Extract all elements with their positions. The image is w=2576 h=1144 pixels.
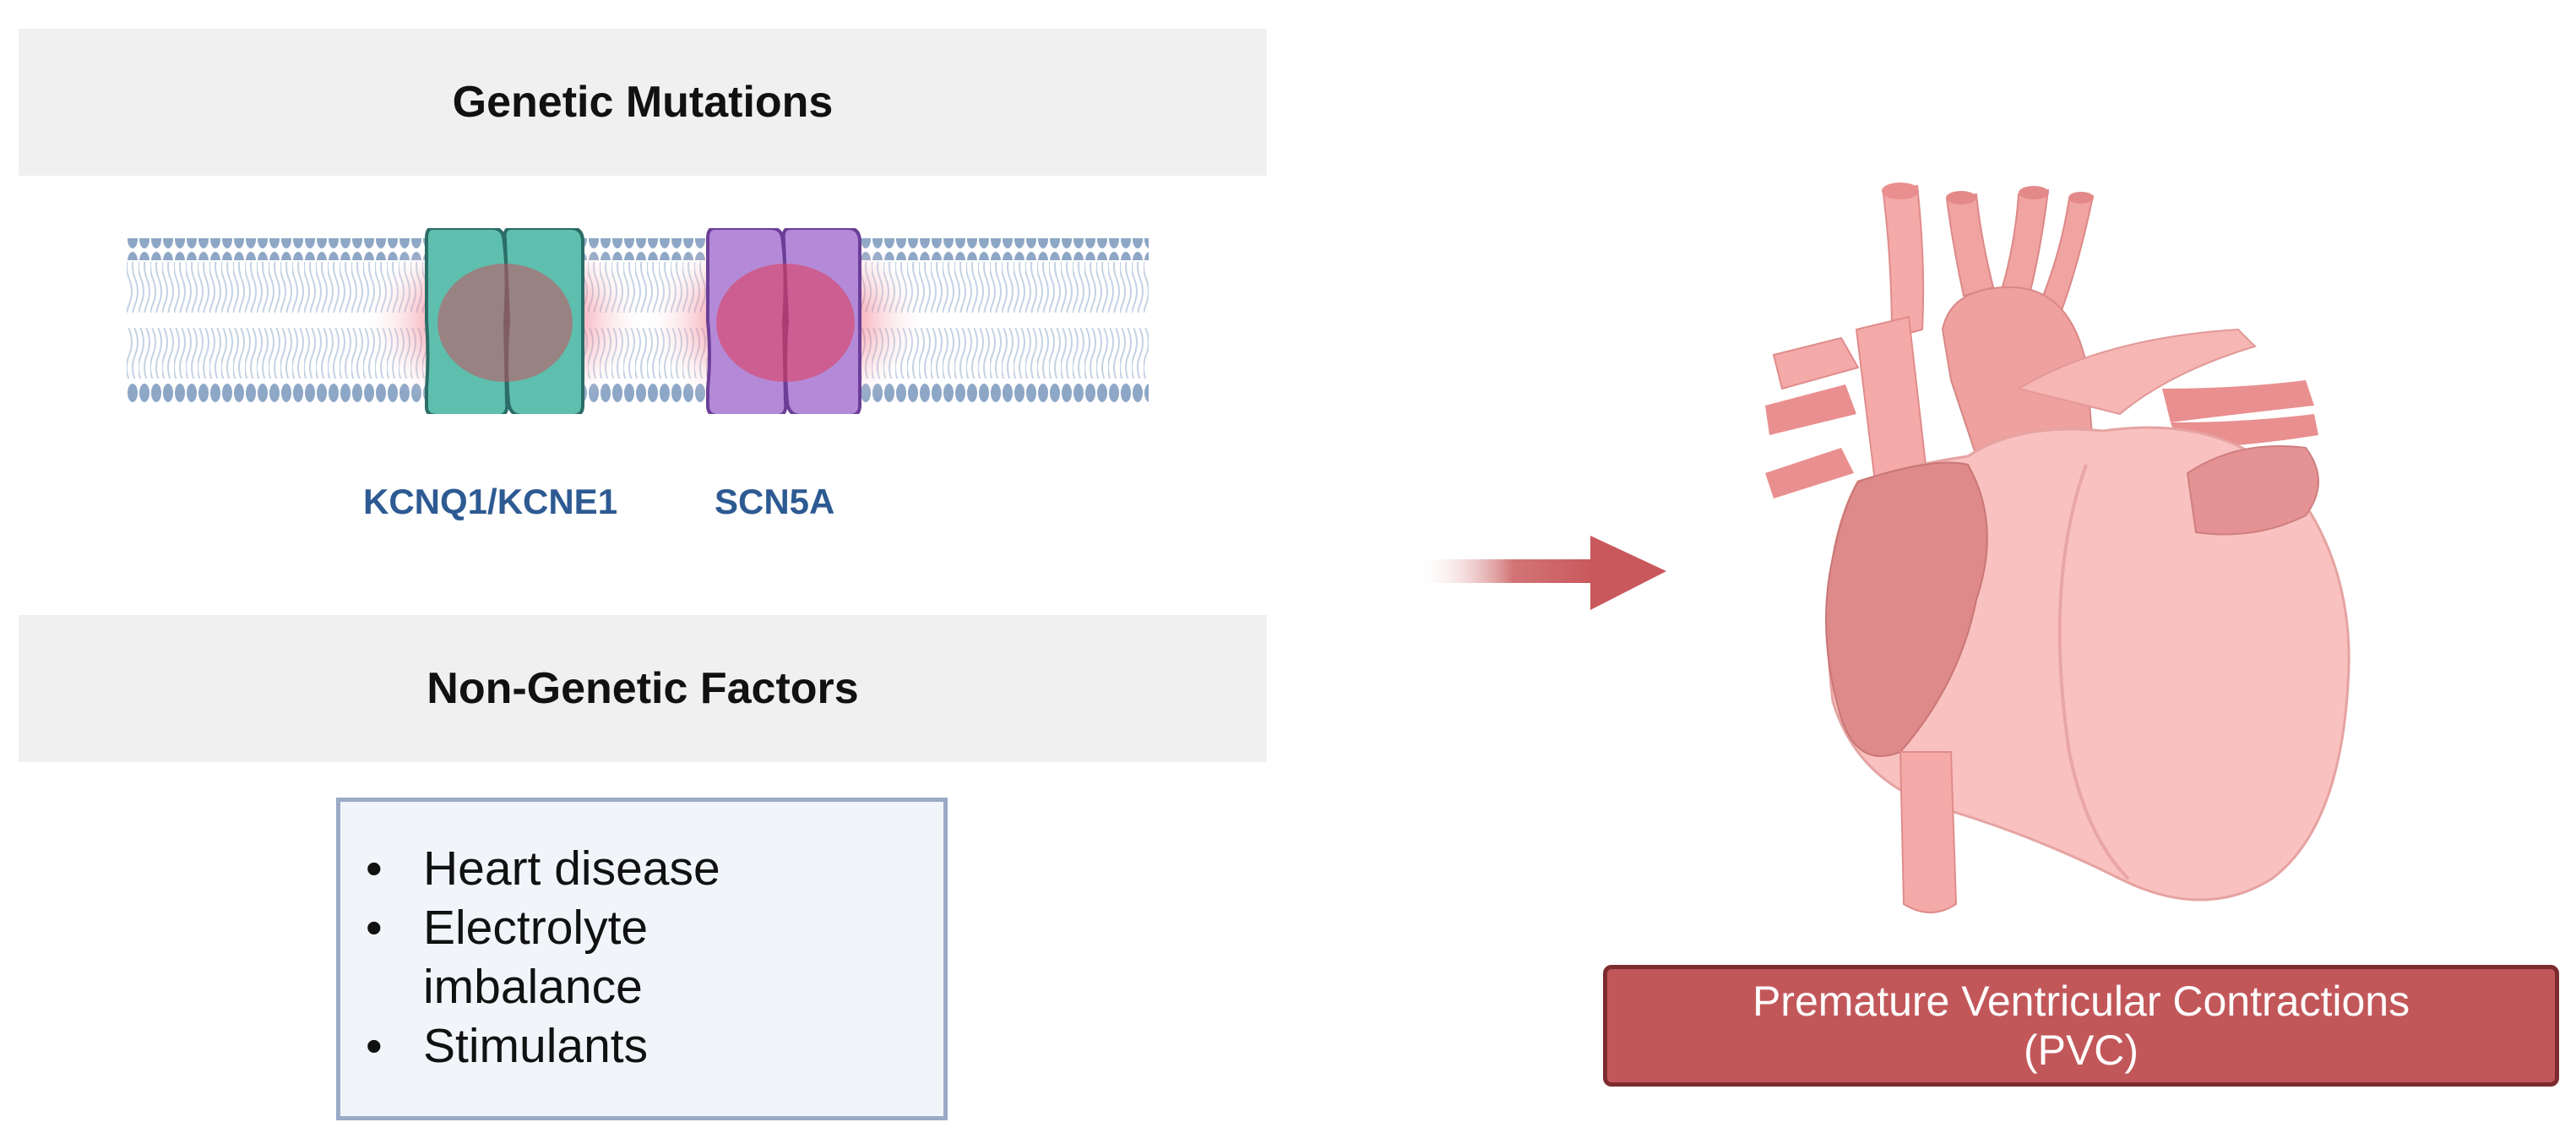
genetic-mutations-title: Genetic Mutations	[452, 78, 834, 127]
ion-channel-icon	[361, 228, 649, 414]
outcome-abbreviation: (PVC)	[2023, 1027, 2139, 1074]
list-item: Stimulants	[366, 1016, 943, 1076]
factor-list-box: Heart disease Electrolyte imbalance Stim…	[336, 798, 948, 1120]
non-genetic-factors-title: Non-Genetic Factors	[427, 664, 859, 713]
channel-label-scn5a: SCN5A	[715, 482, 835, 521]
list-item: Electrolyte	[366, 898, 943, 957]
genetic-mutations-panel: Genetic Mutations	[19, 29, 1267, 176]
lipid-membrane-icon	[127, 228, 1149, 414]
heart-icon	[1765, 182, 2350, 913]
channel-label-kcnq1-kcne1: KCNQ1/KCNE1	[363, 482, 618, 521]
list-item-continuation: imbalance	[423, 960, 643, 1014]
factor-list: Heart disease Electrolyte imbalance Stim…	[340, 802, 943, 1076]
arrow-right-icon	[1415, 536, 1666, 610]
outcome-title: Premature Ventricular Contractions	[1752, 978, 2410, 1025]
outcome-box-pvc: Premature Ventricular Contractions (PVC)	[1603, 965, 2559, 1087]
non-genetic-factors-panel: Non-Genetic Factors	[19, 615, 1267, 762]
ion-channel-icon	[642, 228, 929, 414]
list-item: Heart disease	[366, 839, 943, 898]
